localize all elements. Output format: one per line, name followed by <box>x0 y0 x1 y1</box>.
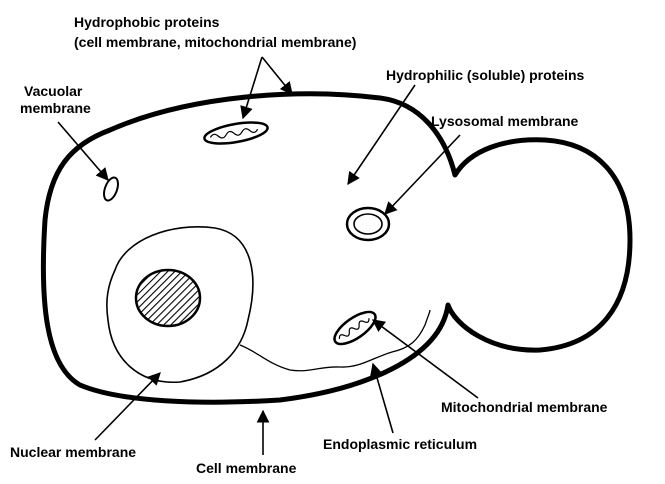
arrow-to-vacuole <box>58 122 108 180</box>
label-vacuolar-line2: membrane <box>20 100 91 116</box>
mitochondrion-bottom <box>330 306 381 350</box>
arrow-to-top-mitochondrion <box>243 57 262 118</box>
arrow-to-nuclear-membrane <box>95 373 160 440</box>
label-hydrophobic-line1: Hydrophobic proteins <box>74 14 220 30</box>
arrow-to-cell-membrane-top <box>262 57 292 94</box>
label-hydrophilic: Hydrophilic (soluble) proteins <box>386 67 585 83</box>
vacuole <box>101 176 120 203</box>
label-mitochondrial: Mitochondrial membrane <box>441 399 608 415</box>
arrow-to-lysosome <box>385 135 460 214</box>
label-hydrophobic-line2: (cell membrane, mitochondrial membrane) <box>74 34 356 50</box>
label-cell-membrane: Cell membrane <box>196 460 297 476</box>
label-nuclear: Nuclear membrane <box>10 444 136 460</box>
label-endoplasmic: Endoplasmic reticulum <box>323 436 477 452</box>
arrow-to-mitochondrial-membrane <box>373 320 478 398</box>
mitochondrion-top <box>203 119 269 148</box>
nucleolus-hatched <box>136 270 200 326</box>
label-vacuolar-line1: Vacuolar <box>24 83 83 99</box>
label-lysosomal: Lysosomal membrane <box>431 113 579 129</box>
